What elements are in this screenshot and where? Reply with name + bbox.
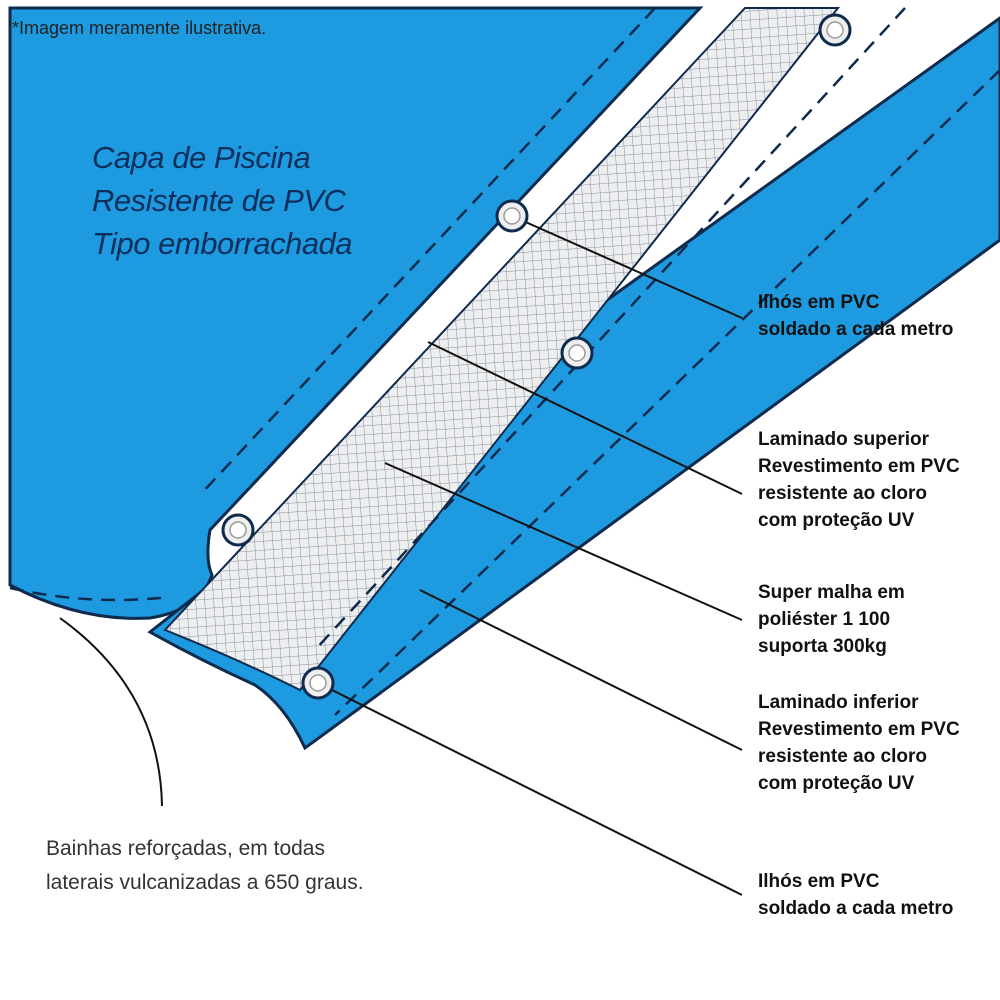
callout-mesh: Super malha em poliéster 1 100 suporta 3… [758, 579, 905, 660]
hem-note-line: laterais vulcanizadas a 650 graus. [46, 871, 364, 894]
callout-line: Laminado superior [758, 429, 930, 450]
leader-line-3 [384, 462, 743, 621]
title-line-2: Resistente de PVC [92, 183, 346, 218]
disclaimer-text: *Imagem meramente ilustrativa. [12, 18, 267, 38]
grommet-icon [818, 13, 852, 47]
leader-line-4 [419, 589, 743, 751]
callout-line: com proteção UV [758, 510, 915, 531]
grommet-icon [495, 199, 529, 233]
callout-line: Ilhós em PVC [758, 871, 880, 892]
callout-line: com proteção UV [758, 773, 915, 794]
stitch-line-lower-1 [314, 7, 906, 651]
callout-line: Ilhós em PVC [758, 292, 880, 313]
callout-line: Revestimento em PVC [758, 719, 960, 740]
callout-line: Super malha em [758, 582, 905, 603]
stitch-line-lower-2 [334, 69, 1000, 716]
callout-line: resistente ao cloro [758, 483, 927, 504]
leader-line-5 [319, 683, 743, 896]
grommet-icon [221, 513, 255, 547]
callout-line: Revestimento em PVC [758, 456, 960, 477]
callout-upper-laminate: Laminado superior Revestimento em PVC re… [758, 426, 960, 534]
title-line-3: Tipo emborrachada [92, 226, 353, 261]
leader-curve-hem [59, 617, 163, 807]
callout-line: soldado a cada metro [758, 319, 954, 340]
stitch-line-main [199, 7, 656, 496]
callout-line: resistente ao cloro [758, 746, 927, 767]
grommet-icon [560, 336, 594, 370]
leader-lines [59, 215, 743, 896]
callout-line: soldado a cada metro [758, 898, 954, 919]
hem-note: Bainhas reforçadas, em todas laterais vu… [46, 832, 364, 900]
grommets [221, 13, 852, 700]
leader-line-1 [511, 215, 743, 319]
callout-line: Laminado inferior [758, 692, 919, 713]
grommet-icon [301, 666, 335, 700]
callout-line: poliéster 1 100 [758, 609, 891, 630]
stitch-lines [9, 7, 1000, 716]
callout-lower-laminate: Laminado inferior Revestimento em PVC re… [758, 689, 960, 797]
title-line-1: Capa de Piscina [92, 140, 311, 175]
leader-line-2 [427, 341, 743, 495]
hem-note-line: Bainhas reforçadas, em todas [46, 837, 325, 860]
stitch-line-hem [9, 586, 171, 602]
callout-line: suporta 300kg [758, 636, 887, 657]
callout-grommets-bottom: Ilhós em PVC soldado a cada metro [758, 868, 953, 922]
callout-grommets-top: Ilhós em PVC soldado a cada metro [758, 289, 953, 343]
mesh-strip [163, 7, 841, 692]
